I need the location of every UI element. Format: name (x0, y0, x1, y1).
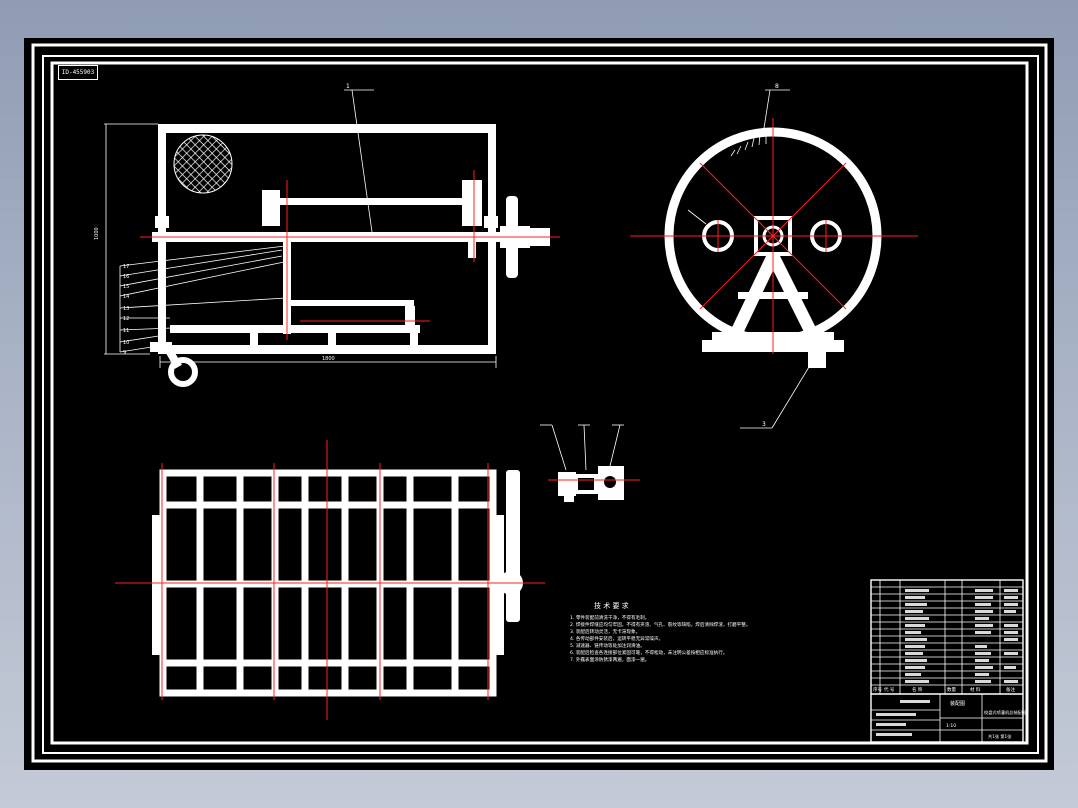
hatched-drum (173, 134, 233, 194)
dim-height: 1000 (94, 227, 100, 240)
tb-drawing-title: 绞盘式喷灌机总装配图 (984, 709, 1026, 716)
callout-10: 10 (123, 340, 129, 346)
title-block (870, 579, 1024, 743)
drawing-code-stamp: ID-455903 (58, 65, 98, 80)
tb-header-name: 名 称 (912, 686, 923, 693)
front-dimensions (104, 89, 497, 368)
inner-border-outer (42, 55, 1039, 754)
callout-16: 16 (123, 274, 129, 280)
tech-req-line-5: 5. 减速器、链传动等处加注润滑油。 (570, 642, 645, 649)
technical-requirements: 技 术 要 求 1. 零件装配前清洗干净，不得有毛刺。 2. 焊接件焊缝应均匀牢… (570, 601, 750, 663)
top-view-centerlines (115, 440, 545, 720)
tb-header-no: 序号 (873, 686, 882, 693)
callout-13: 13 (123, 306, 129, 312)
tech-req-line-2: 2. 焊接件焊缝应均匀牢固，不得有夹渣、气孔、裂纹等缺陷，焊后清除焊渣，打磨平整… (570, 621, 750, 628)
tech-req-title: 技 术 要 求 (594, 601, 629, 610)
callout-14: 14 (123, 294, 129, 300)
drawing-frame (50, 61, 1029, 745)
callout-12: 12 (123, 316, 129, 322)
top-view-details (152, 470, 523, 655)
tech-req-line-3: 3. 装配后转动灵活，无卡滞现象。 (570, 628, 640, 635)
front-centerlines (140, 170, 560, 340)
callout-9: 9 (123, 350, 126, 356)
tb-scale: 1:10 (946, 723, 956, 729)
drive-unit (540, 424, 640, 502)
callout-1: 1 (346, 83, 350, 90)
tb-header-qty: 数量 (947, 686, 956, 693)
tech-req-line-6: 6. 装配后检查各连接部位紧固可靠，不得松动，未注明公差按相应标准执行。 (570, 649, 727, 656)
callout-15: 15 (123, 284, 129, 290)
outer-border (31, 43, 1048, 763)
tb-header-remark: 备注 (1006, 686, 1015, 693)
tb-sheet: 共1张 第1张 (988, 733, 1012, 740)
tech-req-line-1: 1. 零件装配前清洗干净，不得有毛刺。 (570, 614, 649, 621)
tb-header-material: 材 料 (970, 686, 981, 693)
title-block-entries (876, 589, 1018, 736)
callout-3: 3 (762, 421, 766, 428)
tb-header-code: 代 号 (884, 686, 895, 693)
title-block-text: 序号 代 号 名 称 数量 材 料 备注 装配图 绞盘式喷灌机总装配图 1:10… (873, 686, 1026, 740)
tech-req-line-7: 7. 外露表面涂防锈漆两遍，面漆一遍。 (570, 656, 649, 663)
tb-design-title: 装配图 (950, 700, 965, 707)
callout-11: 11 (123, 328, 129, 334)
side-view: 8 3 (630, 83, 918, 429)
callout-8: 8 (775, 83, 779, 90)
dim-length: 1800 (322, 356, 335, 362)
callout-17: 17 (123, 264, 129, 270)
left-callouts: 17 16 15 14 13 12 11 10 9 (123, 264, 129, 356)
tech-req-line-4: 4. 各传动部件安装后，运转平稳无异常噪声。 (570, 635, 663, 642)
